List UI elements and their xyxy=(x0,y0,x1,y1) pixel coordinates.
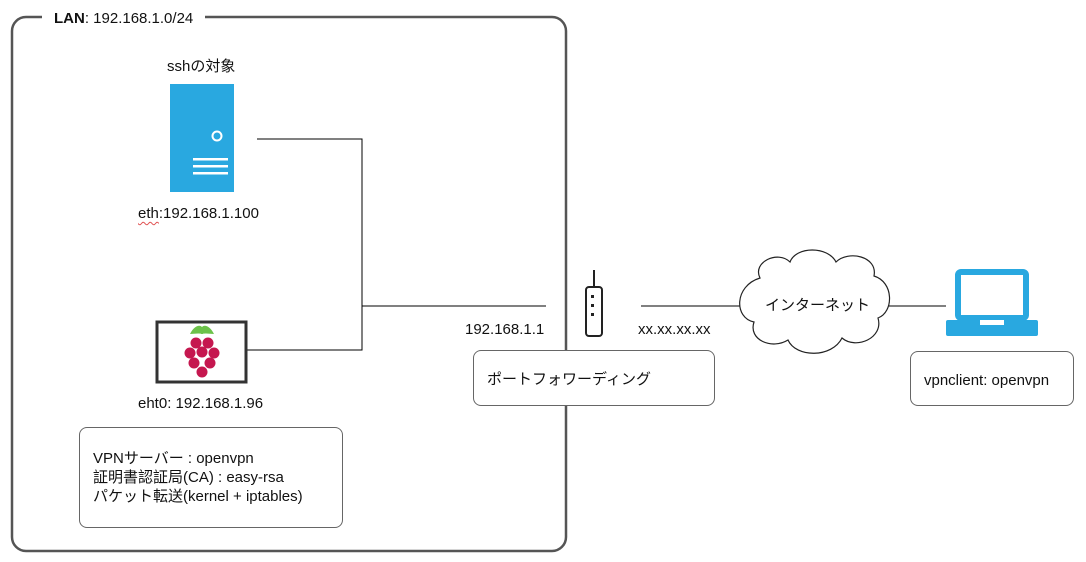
raspberry-pi-icon xyxy=(155,320,248,384)
router-wan-ip: xx.xx.xx.xx xyxy=(638,321,711,338)
server-link xyxy=(257,138,363,306)
raspberry-eth-label: eht0: 192.168.1.96 xyxy=(138,395,264,412)
connection-lines xyxy=(246,138,946,351)
cloud-icon xyxy=(739,249,891,354)
internet-label: インターネット xyxy=(765,297,871,314)
lan-label-subnet: : 192.168.1.0/24 xyxy=(84,10,194,27)
ssh-target-eth-label: eth:192.168.1.100 xyxy=(138,205,259,223)
vpn-server-box: VPNサーバー : openvpn 証明書認証局(CA) : easy-rsa … xyxy=(79,427,343,528)
lan-label-bold: LAN xyxy=(54,10,85,27)
lan-label: LAN: 192.168.1.0/24 xyxy=(42,6,206,32)
router-lan-ip: 192.168.1.1 xyxy=(465,321,545,338)
vpn-client-label: vpnclient: openvpn xyxy=(924,372,1050,389)
port-forwarding-label: ポートフォワーディング xyxy=(487,371,651,388)
router-icon xyxy=(585,270,603,337)
vpn-client-box: vpnclient: openvpn xyxy=(910,351,1074,406)
ssh-target-eth-address: :192.168.1.100 xyxy=(158,205,259,222)
vpn-server-line: VPNサーバー : openvpn xyxy=(93,450,254,467)
port-forwarding-box: ポートフォワーディング xyxy=(473,350,715,406)
server-icon xyxy=(170,84,234,192)
laptop-icon xyxy=(946,269,1038,336)
ssh-target-title: sshの対象 xyxy=(167,58,236,75)
ca-line: 証明書認証局(CA) : easy-rsa xyxy=(93,469,284,486)
raspberry-link xyxy=(246,306,363,351)
packet-forward-line: パケット転送(kernel + iptables) xyxy=(93,488,303,505)
lan-boundary xyxy=(10,15,568,553)
vpn-server-box-text: VPNサーバー : openvpn 証明書認証局(CA) : easy-rsa … xyxy=(93,449,303,506)
ssh-target-eth-prefix: eth xyxy=(138,205,159,222)
